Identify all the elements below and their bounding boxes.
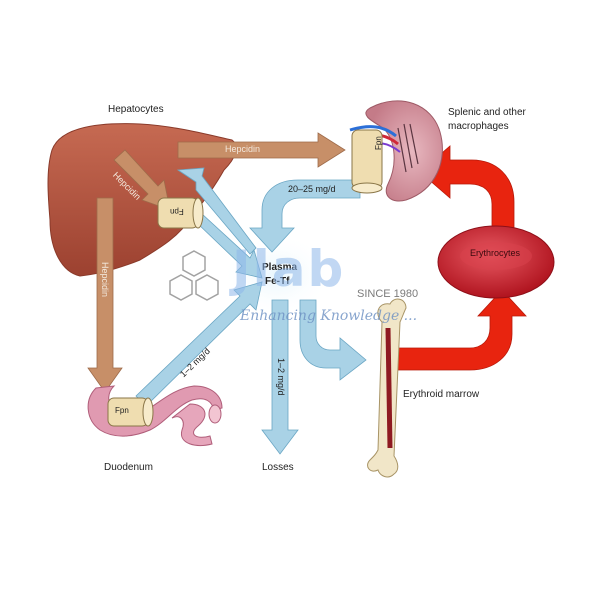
hepcidin-top-text: Hepcidin: [225, 144, 261, 154]
label-erythroid-marrow: Erythroid marrow: [403, 389, 480, 400]
duodenum-fpn-label: Fpn: [115, 406, 129, 415]
spleen-fpn: [351, 129, 383, 194]
red-arrow-ery-to-spleen: [419, 145, 515, 229]
hepcidin-arrow-down: [87, 197, 123, 393]
liver-fpn-label: Fpn: [170, 207, 184, 216]
erythrocyte-cell: [437, 225, 555, 299]
label-plasma-line1: Plasma: [262, 262, 298, 273]
hepcidin-down-text: Hepcidin: [100, 262, 110, 298]
plasma-to-marrow-arrow: [299, 299, 367, 381]
liver-fpn: [157, 197, 204, 229]
label-losses: Losses: [262, 462, 294, 473]
label-plasma-line2: Fe-Tf: [265, 276, 290, 287]
hepcidin-arrow-inner: [113, 149, 171, 211]
bone-shape: [367, 298, 407, 478]
red-arrow-marrow-to-ery: [397, 289, 527, 371]
label-splenic-line1: Splenic and other: [448, 107, 526, 118]
watermark-tagline: Enhancing Knowledge ...: [240, 308, 418, 324]
duodenum-to-plasma-arrow: [135, 281, 263, 407]
spleen-to-plasma-arrow: [249, 179, 361, 253]
watermark-logo-text: Jlab: [232, 240, 346, 298]
liver-plasma-arrows: [176, 167, 263, 279]
hepcidin-arrow-top: [177, 132, 346, 168]
plasma-losses-rate-text: 1–2 mg/d: [276, 358, 286, 396]
spleen-fpn-label: Fpn: [374, 136, 383, 150]
watermark-since: SINCE 1980: [357, 288, 419, 300]
label-splenic-line2: macrophages: [448, 121, 509, 132]
label-hepatocytes: Hepatocytes: [108, 104, 164, 115]
spleen-plasma-rate-text: 20–25 mg/d: [288, 184, 336, 194]
label-duodenum: Duodenum: [104, 462, 153, 473]
duodenum-fpn: [107, 397, 154, 427]
watermark-hexagon-logo: [169, 250, 219, 301]
plasma-to-losses-arrow: [261, 299, 299, 455]
label-erythrocytes: Erythrocytes: [470, 248, 521, 258]
